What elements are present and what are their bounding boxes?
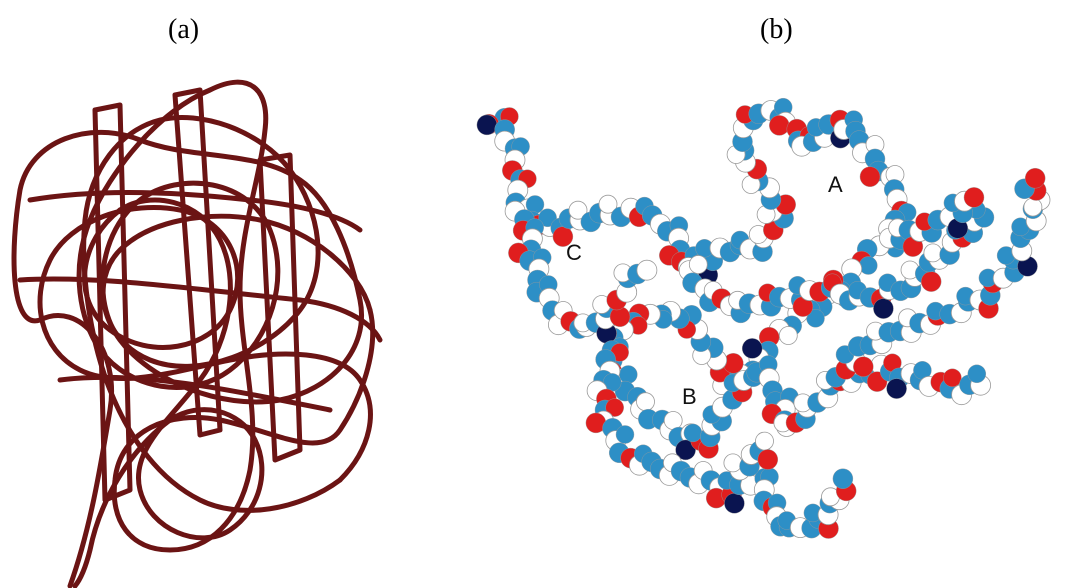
- white-atom: [636, 392, 655, 412]
- blue-atom: [967, 364, 986, 383]
- scribble-strand: [257, 152, 303, 463]
- blue-atom: [615, 425, 635, 444]
- red-atom: [859, 166, 881, 187]
- red-atom: [769, 115, 790, 136]
- navy-atom: [742, 338, 763, 359]
- navy-atom: [724, 493, 745, 514]
- scribble-strand: [117, 197, 265, 541]
- red-atom: [609, 306, 631, 327]
- red-atom: [605, 398, 624, 417]
- white-atom: [568, 200, 588, 220]
- white-atom: [778, 326, 798, 345]
- atom-group: [476, 98, 1051, 539]
- blue-atom: [683, 423, 703, 443]
- white-atom: [723, 453, 743, 473]
- scribble-strand: [92, 102, 133, 503]
- white-atom: [688, 255, 708, 274]
- scribble-strand: [57, 374, 333, 413]
- blue-atom: [619, 365, 638, 384]
- red-atom: [853, 356, 874, 377]
- scribble-strand: [172, 87, 223, 438]
- blue-atom: [538, 208, 557, 228]
- white-atom: [663, 411, 683, 430]
- panel-a-label: (a): [168, 14, 200, 45]
- scribble-strand: [76, 79, 376, 553]
- red-atom: [943, 368, 962, 387]
- scribble-strand: [37, 204, 373, 483]
- red-atom: [921, 271, 942, 292]
- panel-b-label: (b): [760, 14, 793, 45]
- white-atom: [598, 194, 618, 214]
- white-atom: [1023, 197, 1043, 217]
- region-label-b: B: [682, 384, 697, 409]
- red-atom: [963, 187, 985, 208]
- blue-atom: [832, 468, 854, 489]
- region-label-a: A: [828, 172, 843, 197]
- scribble-strand: [27, 190, 363, 233]
- navy-atom: [873, 298, 894, 319]
- white-atom: [636, 259, 658, 281]
- space-filling-molecule: A B C: [476, 98, 1051, 539]
- white-atom: [923, 243, 943, 263]
- navy-atom: [886, 378, 907, 399]
- navy-atom: [476, 114, 498, 136]
- white-atom: [755, 431, 774, 451]
- scribble-strand: [72, 417, 173, 588]
- random-coil-scribble: [11, 79, 383, 588]
- region-label-c: C: [566, 240, 582, 265]
- scribble-strand: [17, 276, 383, 343]
- blue-atom: [859, 256, 878, 275]
- red-atom: [757, 449, 778, 470]
- red-atom: [1025, 167, 1046, 189]
- navy-atom: [675, 439, 696, 461]
